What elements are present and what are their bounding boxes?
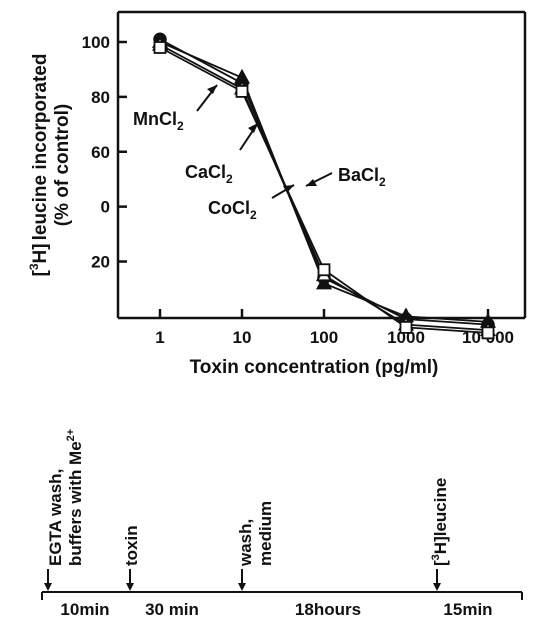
data-point-cocl2 (235, 84, 249, 98)
data-point-cacl2 (315, 274, 333, 290)
timeline-event-egta: EGTA wash, buffers with Me2+ (44, 429, 85, 591)
x-tick-label: 1000 (387, 328, 425, 347)
y-tick-label: 60 (91, 143, 110, 162)
y-axis-label: [3H]leucine incorporated (% of control) (27, 54, 73, 277)
event-wash-line2: medium (256, 501, 275, 566)
event-wash-line1: wash, (236, 519, 255, 567)
y-tick-label: 20 (91, 253, 110, 272)
annotation-mncl2: MnCl2 (133, 84, 218, 133)
data-point-cocl2 (399, 320, 413, 334)
y-ticks: 100 80 60 0 20 (82, 33, 127, 272)
event-egta-line1: EGTA wash, (46, 469, 65, 566)
data-point-cocl2 (153, 41, 167, 54)
duration-1: 10min (60, 600, 109, 619)
annotation-cacl2-label: CaCl2 (185, 162, 233, 186)
duration-2: 30 min (145, 600, 199, 619)
annotation-cocl2-label: CoCl2 (208, 198, 257, 222)
event-toxin-label: toxin (122, 525, 141, 566)
x-axis-label: Toxin concentration (pg/ml) (190, 357, 439, 378)
y-axis-label-line1: [3H]leucine incorporated (27, 54, 51, 277)
event-toxin-arrowhead (126, 583, 134, 591)
annotation-cocl2-arrowhead (283, 185, 294, 193)
annotation-bacl2: BaCl2 (305, 165, 386, 189)
event-leucine-arrowhead (433, 583, 441, 591)
y-axis-label-line2: (% of control) (52, 104, 73, 226)
annotation-cacl2: CaCl2 (185, 122, 259, 186)
y-tick-label: 100 (82, 33, 110, 52)
protocol-timeline: EGTA wash, buffers with Me2+ toxin wash,… (41, 429, 523, 619)
event-egta-arrowhead (44, 583, 52, 591)
annotation-bacl2-arrowhead (306, 179, 317, 186)
annotation-bacl2-label: BaCl2 (338, 165, 386, 189)
event-leucine-label: [3H]leucine (430, 478, 450, 566)
event-egta-line2: buffers with Me2+ (65, 429, 85, 566)
data-point-cocl2 (317, 263, 331, 277)
data-markers (151, 32, 497, 340)
data-point-cocl2 (481, 326, 495, 340)
timeline-event-toxin: toxin (122, 525, 141, 591)
annotation-cocl2: CoCl2 (208, 184, 295, 222)
duration-4: 15min (443, 600, 492, 619)
y-tick-label: 80 (91, 88, 110, 107)
timeline-event-wash: wash, medium (236, 501, 275, 591)
x-tick-label: 100 (310, 328, 338, 347)
y-tick-label: 0 (101, 198, 110, 217)
x-tick-label: 1 (155, 328, 164, 347)
duration-3: 18hours (295, 600, 361, 619)
x-tick-label: 10 (233, 328, 252, 347)
annotation-mncl2-arrowhead (207, 85, 217, 94)
annotation-mncl2-label: MnCl2 (133, 109, 184, 133)
event-wash-arrowhead (238, 583, 246, 591)
annotation-cacl2-arrowhead (248, 123, 258, 133)
timeline-event-leucine: [3H]leucine (430, 478, 450, 591)
